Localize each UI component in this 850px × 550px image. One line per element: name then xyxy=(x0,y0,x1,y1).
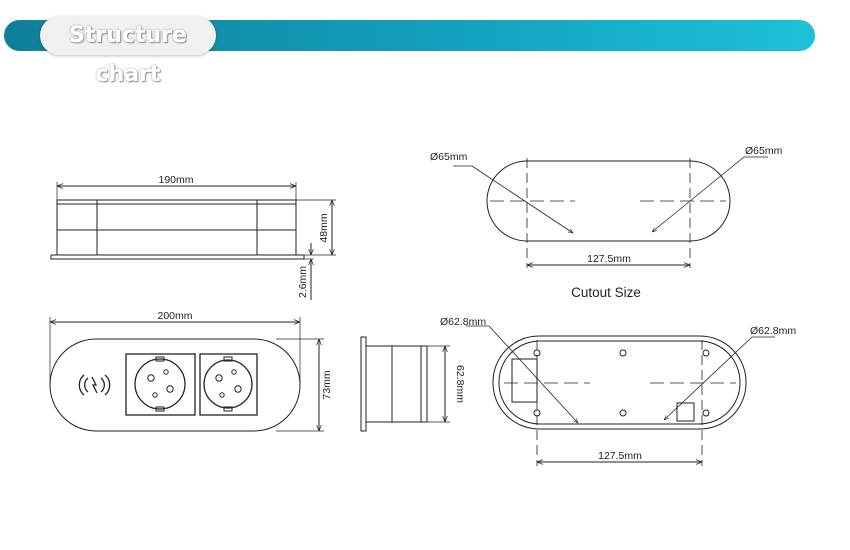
flange-height-label: 2.6mm xyxy=(297,266,309,298)
side-view-height-label: 48mm xyxy=(318,213,330,242)
cutout-right-diameter-label: Ø65mm xyxy=(745,145,783,157)
top-view xyxy=(466,325,775,466)
top-view-left-diameter-label: Ø62.8mm xyxy=(440,316,486,328)
top-view-inner-outline xyxy=(498,340,741,425)
side-view-width-label: 190mm xyxy=(158,174,193,186)
cutout-right-diameter-leader xyxy=(652,156,745,232)
front-view-width-label: 200mm xyxy=(157,310,192,322)
top-view-left-diameter-leader xyxy=(488,325,578,423)
cutout-view xyxy=(453,156,768,268)
side-view-body xyxy=(56,199,297,256)
top-view-right-module xyxy=(676,402,695,422)
top-view-center-distance-label: 127.5mm xyxy=(598,450,642,462)
front-view-outline xyxy=(49,338,301,432)
front-view xyxy=(49,317,324,432)
front-view-height-label: 73mm xyxy=(321,370,333,399)
header-title: Structure chart xyxy=(69,23,187,87)
schuko-socket-icon xyxy=(199,353,258,416)
wireless-charging-icon xyxy=(78,374,111,396)
profile-view-flange xyxy=(360,336,367,432)
cutout-caption: Cutout Size xyxy=(571,285,641,300)
profile-view-diameter-label: 62.8mm xyxy=(454,365,466,403)
top-view-outer-outline xyxy=(492,335,747,430)
mounting-hole xyxy=(533,349,710,417)
profile-view xyxy=(360,336,450,432)
side-view-flange xyxy=(50,254,305,260)
cutout-center-distance-label: 127.5mm xyxy=(587,253,631,265)
top-view-right-diameter-leader xyxy=(664,336,753,420)
cutout-outline xyxy=(486,160,731,242)
header-title-pill: Structure chart xyxy=(40,16,216,87)
profile-view-body xyxy=(365,345,428,423)
schuko-socket-icon xyxy=(125,353,196,416)
cutout-left-diameter-leader xyxy=(471,165,573,233)
cutout-left-diameter-label: Ø65mm xyxy=(430,151,468,163)
side-view xyxy=(50,182,336,300)
top-view-right-diameter-label: Ø62.8mm xyxy=(750,325,796,337)
top-view-left-module xyxy=(511,358,538,403)
